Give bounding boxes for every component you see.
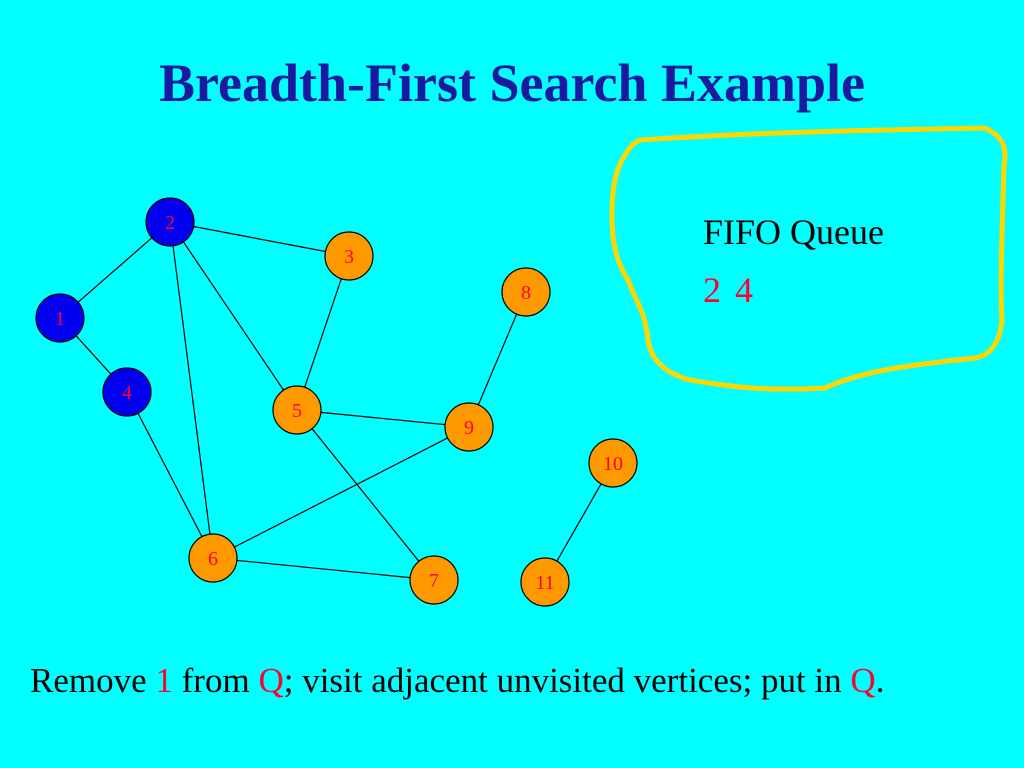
- node-label: 6: [208, 548, 218, 570]
- edge-5-9: [320, 411, 446, 426]
- node-3: 3: [324, 231, 374, 281]
- edge-1-4: [75, 335, 112, 375]
- node-circle: [188, 533, 238, 583]
- node-label: 9: [464, 417, 474, 439]
- node-label: 1: [55, 308, 65, 330]
- edge-2-5: [182, 241, 285, 391]
- node-circle: [588, 438, 638, 488]
- node-2: 2: [145, 197, 195, 247]
- node-7: 7: [409, 555, 459, 605]
- node-circle: [520, 557, 570, 607]
- node-10: 10: [588, 438, 638, 488]
- node-circle: [145, 197, 195, 247]
- slide-title: Breadth-First Search Example: [159, 53, 865, 113]
- node-8: 8: [501, 267, 551, 317]
- caption: Remove 1 from Q; visit adjacent unvisite…: [30, 648, 1010, 714]
- caption-queue-name: Q: [850, 661, 876, 700]
- node-6: 6: [188, 533, 238, 583]
- edges-layer: [75, 225, 602, 579]
- edge-4-6: [137, 413, 203, 537]
- node-label: 2: [165, 212, 175, 234]
- node-1: 1: [35, 293, 85, 343]
- node-11: 11: [520, 557, 570, 607]
- node-label: 11: [535, 572, 554, 594]
- edge-6-9: [234, 437, 448, 548]
- node-circle: [444, 402, 494, 452]
- edge-2-6: [172, 245, 211, 535]
- node-label: 4: [122, 382, 132, 404]
- edge-1-2: [77, 237, 153, 303]
- node-label: 7: [429, 570, 439, 592]
- caption-removed-vertex: 1: [155, 661, 173, 700]
- node-label: 8: [521, 282, 531, 304]
- node-5: 5: [272, 385, 322, 435]
- caption-text: Remove: [30, 661, 156, 700]
- node-circle: [35, 293, 85, 343]
- node-4: 4: [102, 367, 152, 417]
- edge-3-5: [304, 278, 342, 388]
- edge-6-7: [236, 559, 411, 579]
- nodes-layer: 1 2 3 4 5 6 7 8 9 10 11: [35, 197, 638, 607]
- node-circle: [409, 555, 459, 605]
- edge-8-9: [477, 313, 518, 406]
- edge-10-11: [556, 483, 602, 562]
- caption-text: .: [875, 661, 885, 700]
- node-circle: [102, 367, 152, 417]
- queue-item: 2: [703, 270, 721, 310]
- node-9: 9: [444, 402, 494, 452]
- caption-text: from: [172, 661, 259, 700]
- queue-label: FIFO Queue: [703, 212, 884, 252]
- caption-queue-name: Q: [258, 661, 284, 700]
- node-label: 5: [292, 400, 302, 422]
- caption-text: ; visit adjacent unvisited vertices; put…: [283, 661, 851, 700]
- node-circle: [324, 231, 374, 281]
- node-label: 10: [603, 453, 623, 475]
- node-circle: [501, 267, 551, 317]
- node-label: 3: [344, 246, 354, 268]
- queue-outline: [609, 125, 1008, 392]
- edge-2-3: [193, 225, 326, 253]
- queue-item: 4: [735, 270, 753, 310]
- edge-5-7: [311, 428, 420, 562]
- node-circle: [272, 385, 322, 435]
